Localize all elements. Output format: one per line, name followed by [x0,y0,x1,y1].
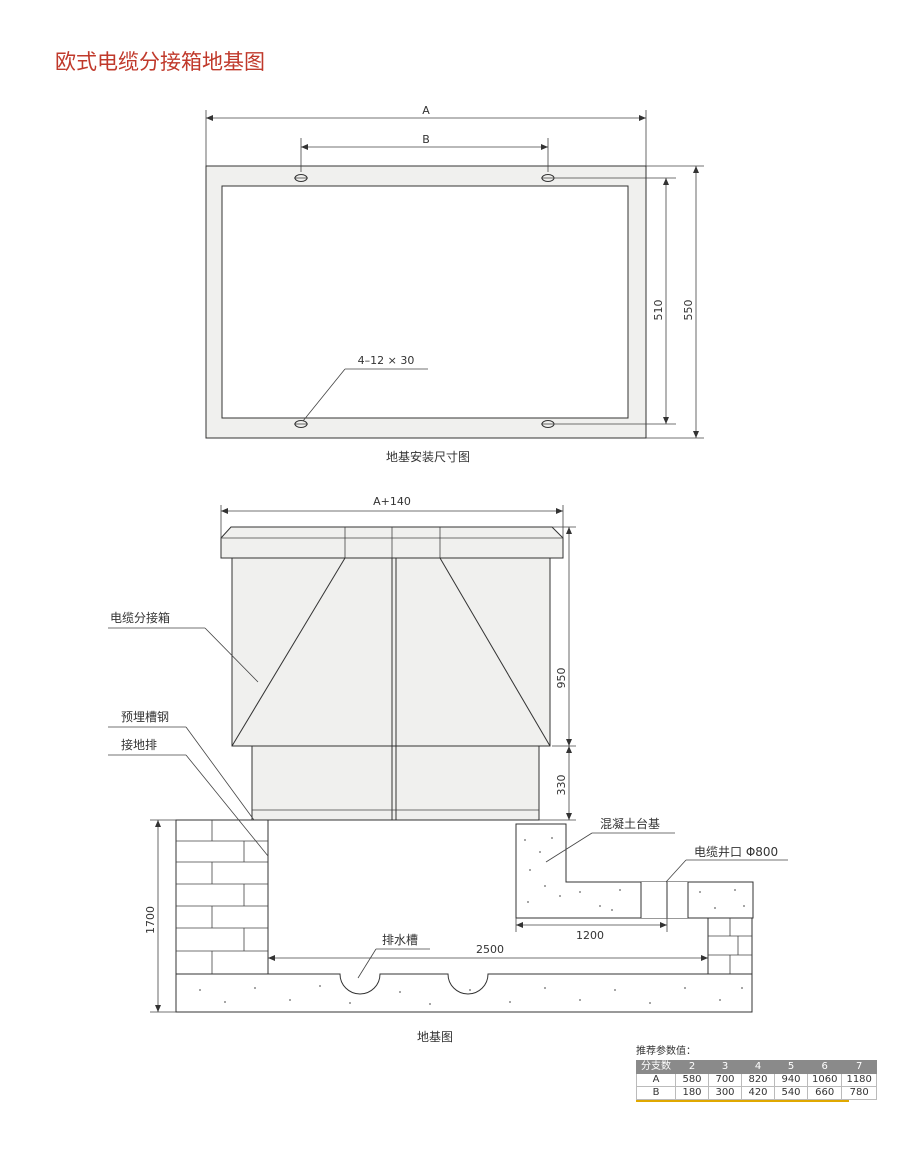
cable-well-opening [641,882,688,918]
table-cell: 1060 [806,1073,843,1087]
table-cell: 540 [774,1086,808,1100]
dim-1200-label: 1200 [576,929,604,942]
dim-950-label: 950 [555,668,568,689]
table-cell: 580 [675,1073,709,1087]
table-cell: 660 [806,1086,843,1100]
plan-frame-inner [221,185,629,419]
dim-1700-label: 1700 [144,906,157,934]
dim-510-label: 510 [652,300,665,321]
table-header-cell: 4 [741,1060,775,1074]
hole-spec-label: 4–12 × 30 [358,354,415,367]
table-header-cell: 5 [774,1060,808,1074]
table-cell: A [636,1073,676,1087]
table-cell: 940 [774,1073,808,1087]
table-header-cell: 2 [675,1060,709,1074]
parameter-table-title: 推荐参数值： [636,1046,696,1057]
dim-2500-label: 2500 [476,943,504,956]
cabinet-body [231,557,551,747]
parameter-table: 分支数 2 3 4 5 6 7 A 580 700 820 940 1060 1… [636,1060,877,1100]
page-title: 欧式电缆分接箱地基图 [55,50,265,74]
label-concrete-base: 混凝土台基 [600,816,660,831]
table-cell: 820 [741,1073,775,1087]
label-cabinet: 电缆分接箱 [110,610,170,625]
dim-a140-label: A+140 [373,495,411,508]
plan-caption: 地基安装尺寸图 [386,449,470,464]
aggregate-texture [199,837,745,1005]
section-caption: 地基图 [417,1030,453,1044]
brick-wall-right [707,917,753,975]
label-cable-well: 电缆井口 Φ800 [694,845,778,859]
section-view: A+140 950 330 [108,495,788,1044]
table-cell: 180 [675,1086,709,1100]
table-header-cell: 3 [708,1060,742,1074]
dim-330-label: 330 [555,775,568,796]
table-cell: 300 [708,1086,742,1100]
label-drain-channel: 排水槽 [382,933,418,947]
table-cell: B [636,1086,676,1100]
table-cell: 420 [741,1086,775,1100]
table-header-cell: 7 [841,1060,877,1074]
table-cell: 700 [708,1073,742,1087]
dim-b-label: B [422,133,430,146]
dim-550-label: 550 [682,300,695,321]
table-bottom-rule [636,1100,849,1102]
parameter-table-block: 推荐参数值： 分支数 2 3 4 5 6 7 A 580 700 820 940… [636,1042,877,1102]
table-row: A 580 700 820 940 1060 1180 [636,1073,877,1087]
dim-a-label: A [422,104,430,117]
plan-view: A B 510 550 4–12 × 30 地基安装尺寸图 [205,104,704,464]
label-ground-bar: 接地排 [121,737,157,752]
table-cell: 1180 [841,1073,877,1087]
label-embedded-channel: 预埋槽钢 [121,710,169,724]
brick-wall-left [175,819,269,975]
table-header-row: 分支数 2 3 4 5 6 7 [636,1060,877,1074]
table-row: B 180 300 420 540 660 780 [636,1086,877,1100]
table-header-cell: 分支数 [636,1060,676,1074]
table-header-cell: 6 [806,1060,843,1074]
foundation-slab [175,973,753,1013]
table-cell: 780 [841,1086,877,1100]
